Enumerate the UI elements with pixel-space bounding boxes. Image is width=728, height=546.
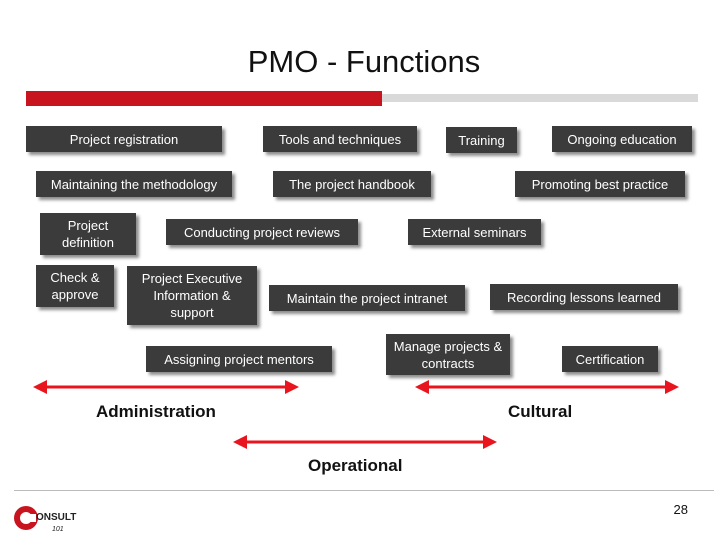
box-project-handbook: The project handbook <box>273 171 431 197</box>
label-cultural: Cultural <box>508 402 573 421</box>
box-label: Maintaining the methodology <box>50 176 218 192</box>
box-external-seminars: External seminars <box>408 219 541 245</box>
box-label: Maintain the project intranet <box>286 290 448 306</box>
box-ongoing-education: Ongoing education <box>552 126 692 152</box>
box-project-definition: Project definition <box>40 213 136 255</box>
box-label: The project handbook <box>289 176 415 192</box>
box-promoting-best-practice: Promoting best practice <box>515 171 685 197</box>
footer-divider <box>14 490 714 491</box>
box-manage-projects-contracts: Manage projects & contracts <box>386 334 510 375</box>
cultural-arrow <box>415 380 679 394</box>
box-label: Assigning project mentors <box>164 351 314 367</box>
box-training: Training <box>446 127 517 153</box>
label-administration: Administration <box>96 402 216 421</box>
box-certification: Certification <box>562 346 658 372</box>
box-label: Training <box>458 132 505 148</box>
box-label: Promoting best practice <box>531 176 669 192</box>
box-maintain-intranet: Maintain the project intranet <box>269 285 465 311</box>
administration-arrow <box>33 380 299 394</box>
box-label: Project Executive Information & support <box>141 271 243 320</box>
box-label: Conducting project reviews <box>183 224 341 240</box>
box-conducting-project-reviews: Conducting project reviews <box>166 219 358 245</box>
box-label: Recording lessons learned <box>507 289 661 305</box>
label-operational: Operational <box>308 456 403 475</box>
slide-title: PMO - Functions <box>247 44 481 79</box>
title-band-red <box>26 91 382 106</box>
operational-arrow <box>233 435 497 449</box>
box-label: Ongoing education <box>567 131 677 147</box>
box-tools-and-techniques: Tools and techniques <box>263 126 417 152</box>
consult-logo: ONSULT 101 <box>14 506 76 533</box>
box-project-registration: Project registration <box>26 126 222 152</box>
box-assigning-mentors: Assigning project mentors <box>146 346 332 372</box>
box-recording-lessons: Recording lessons learned <box>490 284 678 310</box>
box-label: Tools and techniques <box>278 131 402 147</box>
box-check-approve: Check & approve <box>36 265 114 307</box>
logo-text: ONSULT <box>36 512 76 523</box>
box-label: Project definition <box>61 218 115 250</box>
box-project-executive-info: Project Executive Information & support <box>127 266 257 325</box>
box-maintaining-methodology: Maintaining the methodology <box>36 171 232 197</box>
box-label: Manage projects & contracts <box>393 338 503 371</box>
box-label: Project registration <box>69 131 179 147</box>
page-number: 28 <box>673 502 688 517</box>
logo-subtext: 101 <box>52 526 64 533</box>
box-label: Check & approve <box>50 270 100 302</box>
box-label: External seminars <box>422 224 527 240</box>
box-label: Certification <box>575 351 645 367</box>
